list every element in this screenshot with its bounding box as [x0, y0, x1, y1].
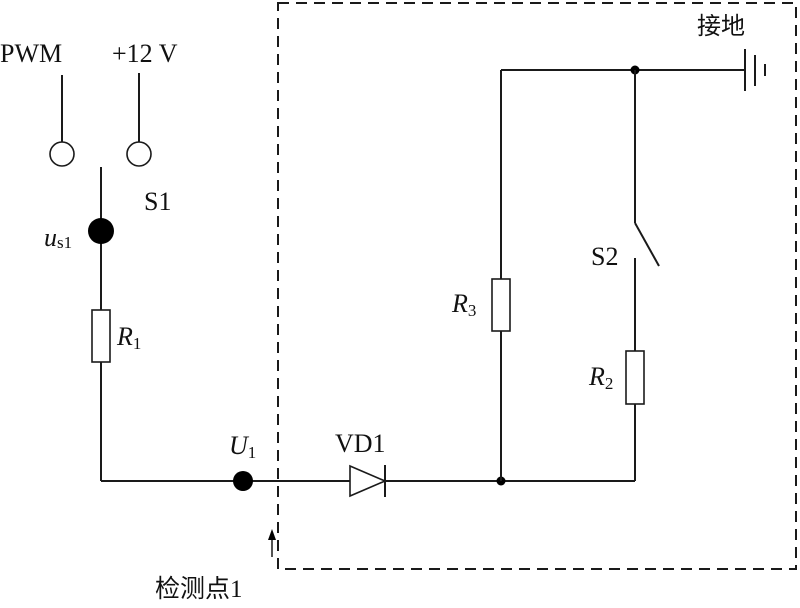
detect-point-label: 检测点1: [155, 575, 243, 603]
v12-terminal: [126, 141, 152, 167]
r2-label: R2: [588, 362, 613, 393]
r1-label: R1: [116, 322, 141, 353]
r2-label-main: R: [588, 362, 605, 391]
s1-label: S1: [144, 187, 171, 216]
r1-resistor: [91, 309, 111, 363]
r1-label-sub: 1: [133, 334, 142, 353]
r2-resistor: [625, 350, 645, 405]
v12-label: +12 V: [112, 39, 178, 68]
ground-label: 接地: [697, 13, 745, 40]
r3-label: R3: [451, 289, 476, 320]
r1-label-main: R: [116, 322, 133, 351]
detect-arrow-head: [268, 529, 276, 540]
r2-label-sub: 2: [605, 374, 614, 393]
vd1-label: VD1: [335, 429, 386, 458]
u1-label-main: U: [229, 431, 250, 460]
pwm-label: PWM: [0, 39, 62, 68]
us1-label-sub: s1: [57, 233, 72, 252]
u1-label-sub: 1: [248, 443, 257, 462]
module-boundary: [277, 2, 797, 570]
us1-node: [88, 218, 114, 244]
s2-label: S2: [591, 242, 618, 271]
s2-blade: [634, 222, 660, 267]
r3-label-sub: 3: [468, 301, 477, 320]
r3-label-main: R: [451, 289, 468, 318]
u1-test-node: [233, 471, 253, 491]
pwm-terminal: [49, 141, 75, 167]
u1-label: U1: [229, 431, 256, 462]
us1-label: us1: [44, 223, 72, 252]
us1-label-main: u: [44, 223, 57, 252]
r3-resistor: [491, 278, 511, 332]
vd1-diode: [349, 464, 388, 498]
